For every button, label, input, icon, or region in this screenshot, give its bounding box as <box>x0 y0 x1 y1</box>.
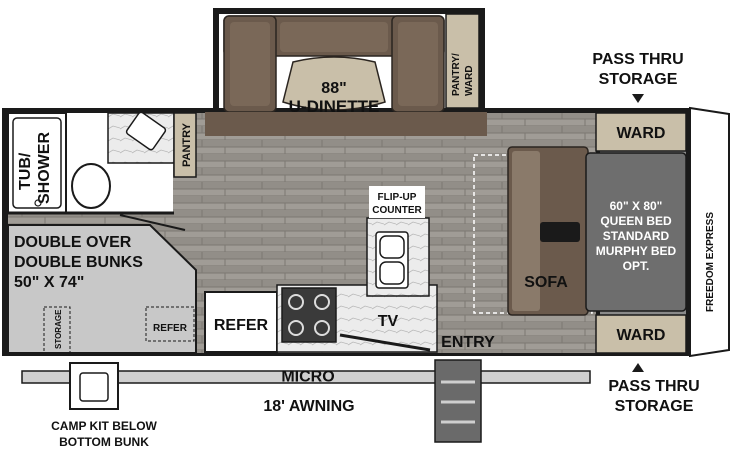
entry-label: ENTRY <box>441 334 495 351</box>
flip-up-counter-tag <box>369 186 425 218</box>
refer-small-label: REFER <box>153 323 188 334</box>
ward-top <box>595 112 687 152</box>
bed-label-2: QUEEN BED <box>600 214 672 228</box>
pass-thru-top-arrow-icon <box>632 94 644 103</box>
bunk-refer-outline <box>145 306 195 342</box>
pass-thru-bottom-label-1: PASS THRU <box>608 378 699 395</box>
front-nose <box>689 106 730 358</box>
bed-label-3: STANDARD <box>603 229 670 243</box>
bunks-label-1: DOUBLE OVER <box>14 234 132 251</box>
bed-label-1: 60" X 80" <box>610 199 663 213</box>
flip-up-label-2: COUNTER <box>372 205 422 216</box>
sofa-label: SOFA <box>524 274 568 291</box>
pantry-ward-label: PANTRY/ <box>451 53 462 96</box>
pantry-label: PANTRY <box>181 122 193 167</box>
dinette-label: U-DINETTE <box>289 97 380 116</box>
bed-label-4: MURPHY BED <box>596 244 677 258</box>
storage-label: STORAGE <box>54 309 63 349</box>
bath-sink-icon <box>125 111 167 151</box>
bunk-area <box>7 224 197 354</box>
dinette-sill <box>205 112 487 136</box>
tv-label: TV <box>378 313 399 330</box>
bunks-label-2: DOUBLE BUNKS <box>14 254 143 271</box>
camp-kit-label-1: CAMP KIT BELOW <box>51 419 157 433</box>
pass-thru-bottom-arrow-icon <box>632 363 644 372</box>
awning-label: 18' AWNING <box>263 398 354 415</box>
camp-kit <box>69 362 119 410</box>
bed-label-5: OPT. <box>623 259 650 273</box>
refer-label: REFER <box>214 317 269 334</box>
micro-label: MICRO <box>281 369 334 386</box>
dinette-table <box>282 56 386 111</box>
ward-top-label: WARD <box>617 125 666 142</box>
pantry-ward-cabinet <box>445 13 480 109</box>
tub-shower <box>7 112 67 214</box>
pass-thru-top-label-1: PASS THRU <box>592 51 683 68</box>
ward-bottom-label: WARD <box>617 327 666 344</box>
camp-kit-label-2: BOTTOM BUNK <box>59 435 149 449</box>
shower-label: SHOWER <box>36 132 53 204</box>
kitchen-sink-icon <box>375 231 409 289</box>
tub-label: TUB/ <box>17 152 34 190</box>
cooktop-icon <box>281 287 337 343</box>
flip-up-label-1: FLIP-UP <box>378 192 417 203</box>
dinette-size-label: 88" <box>321 80 346 97</box>
brand-label: FREEDOM EXPRESS <box>705 212 716 312</box>
pantry-cabinet <box>173 112 197 178</box>
bunk-storage <box>43 306 71 354</box>
shower-drain-icon <box>34 199 42 207</box>
pass-thru-top-label-2: STORAGE <box>599 71 678 88</box>
bunks-label-3: 50" X 74" <box>14 274 84 291</box>
refer <box>204 291 278 353</box>
ward-bottom <box>595 314 687 354</box>
pantry-ward-label-2: WARD <box>464 65 475 96</box>
queen-bed <box>585 152 687 312</box>
toilet-icon <box>71 163 111 209</box>
entry-door-swing <box>339 333 431 352</box>
pass-thru-bottom-label-2: STORAGE <box>615 398 694 415</box>
